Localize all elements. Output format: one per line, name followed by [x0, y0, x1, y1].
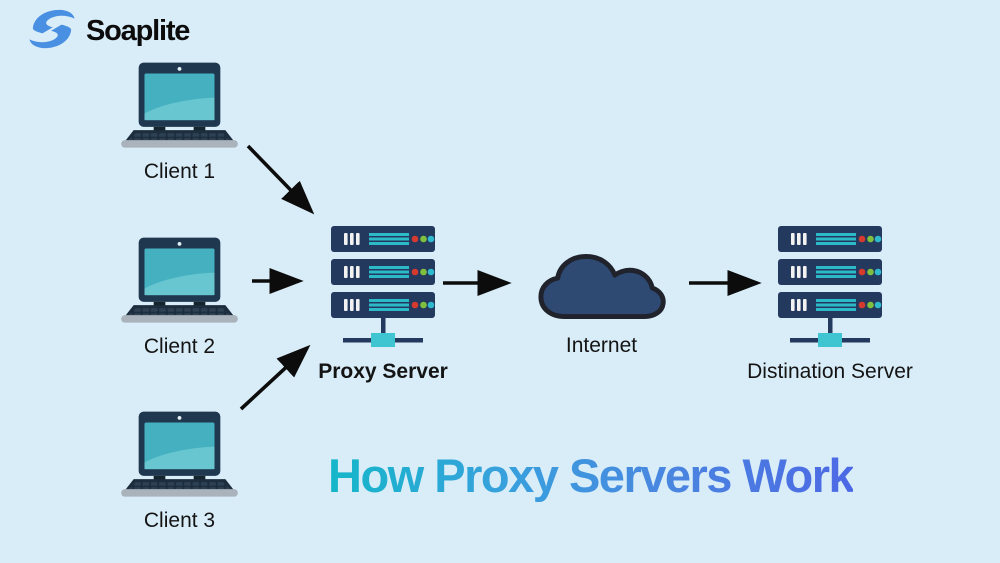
arrow-client3-to-proxy: [239, 344, 311, 411]
client-1-label: Client 1: [143, 160, 216, 183]
node-client-2: Client 2: [117, 237, 242, 359]
node-client-3: Client 3: [117, 411, 242, 533]
node-internet: Internet: [535, 248, 668, 358]
laptop-icon: [117, 237, 242, 330]
client-3-label: Client 3: [143, 509, 216, 532]
server-rack-icon: [331, 226, 435, 355]
laptop-icon: [117, 411, 242, 504]
cloud-icon: [535, 248, 668, 329]
brand-logo: Soaplite: [26, 6, 190, 57]
internet-label: Internet: [565, 334, 638, 357]
client-2-label: Client 2: [143, 335, 216, 358]
laptop-icon: [117, 62, 242, 155]
node-destination-server: Distination Server: [747, 226, 913, 384]
proxy-server-label: Proxy Server: [318, 360, 448, 383]
node-proxy-server: Proxy Server: [318, 226, 448, 384]
page-title: How Proxy Servers Work: [328, 449, 855, 502]
server-rack-icon: [778, 226, 882, 355]
arrow-client1-to-proxy: [246, 144, 315, 215]
destination-server-label: Distination Server: [747, 360, 913, 383]
brand-s-icon: [26, 6, 78, 57]
node-client-1: Client 1: [117, 62, 242, 184]
brand-name: Soaplite: [86, 15, 190, 47]
